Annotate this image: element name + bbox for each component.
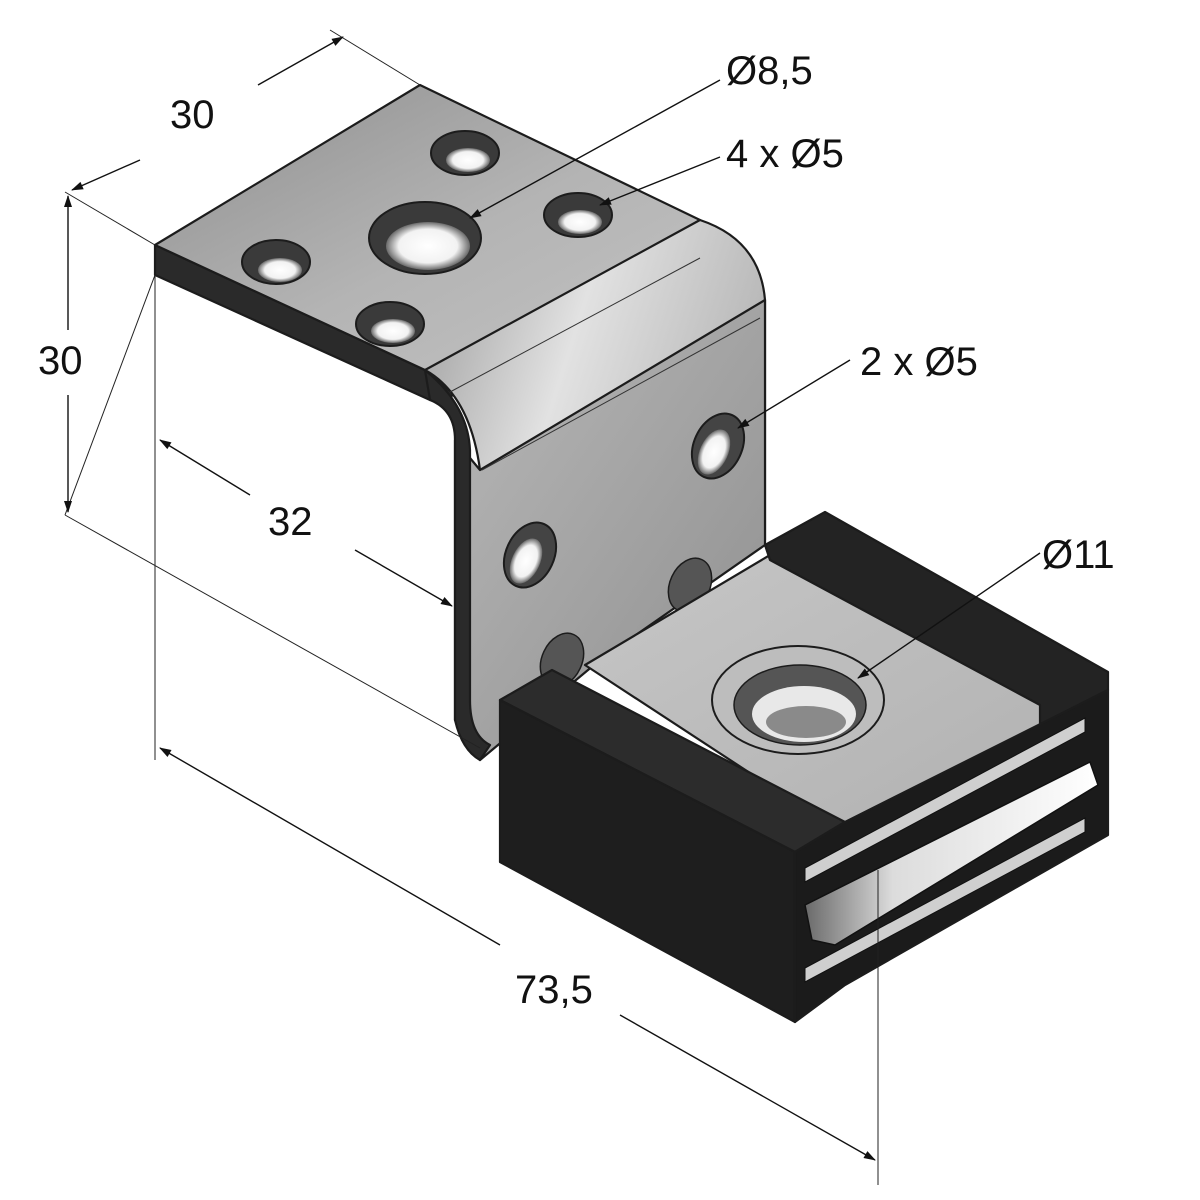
dim-overall-length: 73,5 (515, 968, 593, 1012)
dimension-lines (64, 29, 1041, 1185)
bracket-part (153, 83, 1110, 1024)
callout-nut-thread: Ø11 (1042, 533, 1115, 577)
dim-top-width: 30 (170, 93, 215, 137)
callout-side-holes: 2 x Ø5 (860, 340, 978, 384)
dim-height: 30 (38, 339, 83, 383)
dimension-labels: 30 30 32 73,5 Ø8,5 4 x Ø5 2 x Ø5 Ø11 (38, 49, 1115, 1012)
top-plate-holes (241, 130, 613, 347)
dim-offset: 32 (268, 500, 313, 544)
web-edge (423, 368, 492, 762)
nut-thread-hole (711, 645, 885, 755)
callout-center-hole: Ø8,5 (726, 49, 813, 93)
side-holes (502, 412, 746, 688)
callout-top-holes: 4 x Ø5 (726, 132, 844, 176)
